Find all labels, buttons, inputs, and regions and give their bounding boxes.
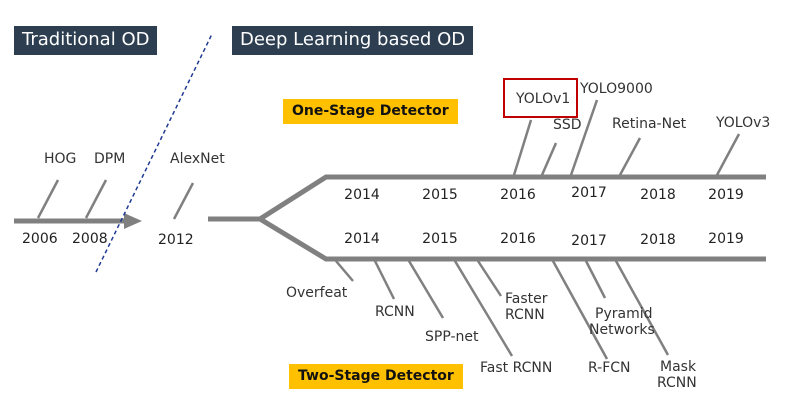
r-fcn-tick — [551, 260, 609, 360]
fast-rcnn-tick — [453, 260, 514, 357]
retinanet-label: Retina-Net — [612, 116, 687, 132]
two-stage-year-2018: 2018 — [640, 232, 676, 248]
era-divider-line — [95, 33, 213, 273]
mask-rcnn-tick — [614, 260, 670, 356]
spp-net-label: SPP-net — [425, 329, 479, 345]
one-stage-detector-tag: One-Stage Detector — [283, 99, 458, 124]
year-2012-label: 2012 — [158, 232, 194, 248]
alexnet-label: AlexNet — [170, 151, 225, 167]
one-stage-branch-line — [258, 174, 766, 222]
traditional-od-header: Traditional OD — [14, 26, 158, 55]
pyramid-networks-label-line2: Networks — [589, 322, 655, 338]
retinanet-tick — [618, 137, 642, 176]
spp-net-tick — [407, 260, 445, 319]
faster-rcnn-label-line2: RCNN — [505, 307, 545, 323]
dpm-tick — [84, 179, 108, 219]
yolo9000-tick — [569, 99, 599, 176]
yolo9000-label: YOLO9000 — [580, 81, 653, 97]
alexnet-tick — [172, 182, 195, 220]
one-stage-year-2016: 2016 — [500, 187, 536, 203]
yolov1-tick — [512, 119, 533, 176]
traditional-timeline-arrowhead — [124, 213, 142, 229]
ssd-label: SSD — [553, 117, 582, 133]
one-stage-year-2019: 2019 — [708, 187, 744, 203]
ssd-tick — [540, 142, 558, 176]
pyramid-networks-tick — [584, 260, 607, 299]
yolov3-tick — [715, 133, 741, 176]
one-stage-year-2014: 2014 — [344, 187, 380, 203]
faster-rcnn-label-line1: Faster — [505, 291, 548, 307]
one-stage-year-2018: 2018 — [640, 187, 676, 203]
two-stage-year-2019: 2019 — [708, 231, 744, 247]
pyramid-networks-label-line1: Pyramid — [595, 306, 653, 322]
yolov1-highlight-box — [503, 78, 578, 118]
faster-rcnn-tick — [476, 260, 503, 297]
deep-learning-od-header: Deep Learning based OD — [232, 26, 474, 55]
mask-rcnn-label-line1: Mask — [660, 359, 697, 375]
two-stage-branch-line — [258, 216, 766, 262]
overfeat-label: Overfeat — [286, 285, 348, 301]
two-stage-detector-tag: Two-Stage Detector — [289, 364, 463, 389]
r-fcn-label: R-FCN — [588, 360, 631, 376]
year-2008-label: 2008 — [72, 231, 108, 247]
rcnn-tick — [373, 260, 396, 300]
overfeat-tick — [335, 260, 354, 282]
one-stage-year-2015: 2015 — [422, 187, 458, 203]
hog-label: HOG — [44, 151, 77, 167]
two-stage-year-2015: 2015 — [422, 231, 458, 247]
year-2006-label: 2006 — [22, 231, 58, 247]
two-stage-year-2016: 2016 — [500, 231, 536, 247]
yolov3-label: YOLOv3 — [716, 115, 771, 131]
hog-tick — [36, 179, 60, 219]
one-stage-year-2017: 2017 — [571, 185, 607, 201]
two-stage-year-2014: 2014 — [344, 231, 380, 247]
mask-rcnn-label-line2: RCNN — [657, 375, 697, 391]
fast-rcnn-label: Fast RCNN — [480, 360, 553, 376]
yolov1-label: YOLOv1 — [516, 91, 571, 107]
two-stage-year-2017: 2017 — [571, 233, 607, 249]
rcnn-label: RCNN — [375, 304, 415, 320]
dpm-label: DPM — [94, 151, 126, 167]
